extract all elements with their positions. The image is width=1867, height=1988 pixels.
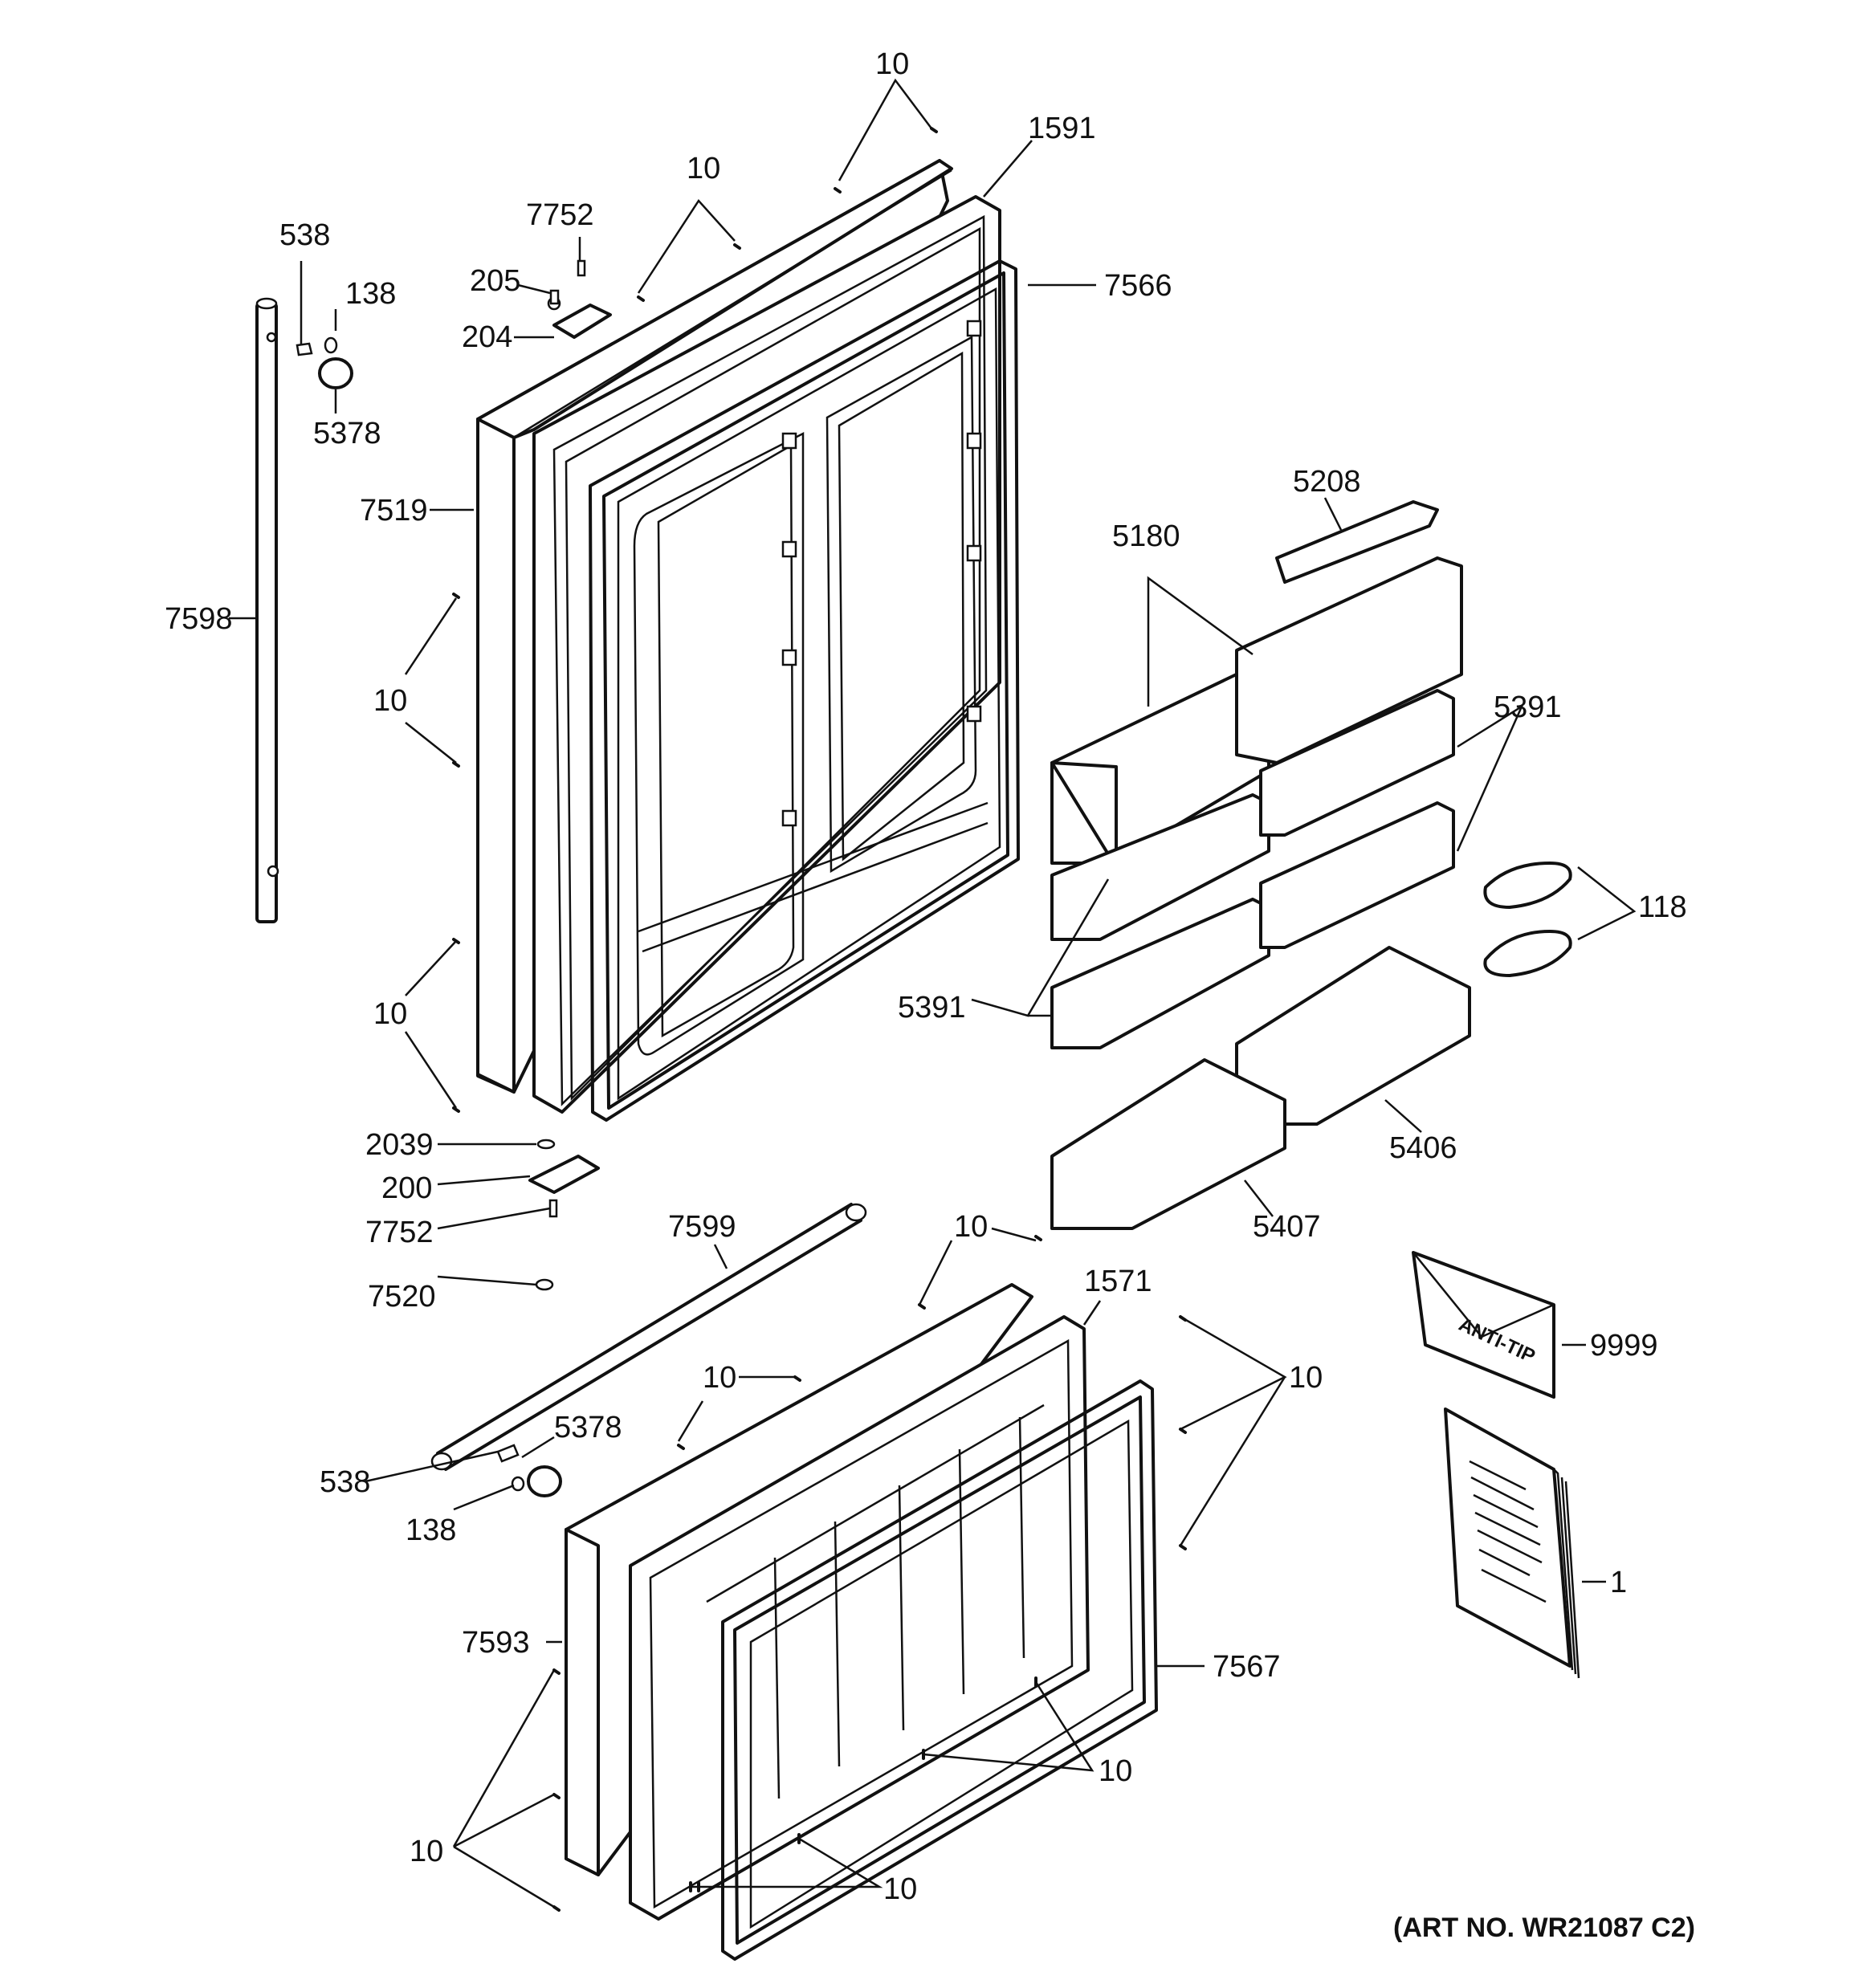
label-538-bottom: 538 — [320, 1465, 370, 1499]
label-10-freezer-mid: 10 — [703, 1361, 736, 1395]
label-7593: 7593 — [462, 1626, 530, 1660]
label-9999: 9999 — [1590, 1329, 1658, 1363]
upper-hinge-rod — [255, 297, 353, 923]
label-10-freezer-bottom: 10 — [883, 1872, 917, 1906]
label-1591: 1591 — [1028, 112, 1096, 145]
label-5391-left: 5391 — [898, 991, 966, 1025]
label-538-top: 538 — [279, 218, 330, 252]
label-5378-top: 5378 — [313, 417, 381, 450]
label-5180: 5180 — [1112, 519, 1180, 553]
label-5208: 5208 — [1293, 465, 1361, 499]
label-10-freezer-right: 10 — [1289, 1361, 1323, 1395]
label-7599: 7599 — [668, 1210, 736, 1244]
label-7520: 7520 — [368, 1280, 436, 1314]
label-118: 118 — [1638, 890, 1687, 924]
label-7752-top: 7752 — [526, 198, 594, 232]
door-gasket — [589, 259, 1020, 1122]
label-5378-bottom: 5378 — [554, 1411, 622, 1444]
label-2039: 2039 — [365, 1128, 434, 1162]
freezer-door-assembly — [430, 1203, 1187, 1961]
door-bins — [1050, 500, 1572, 1230]
leader-lines — [229, 78, 1637, 1909]
label-10-freezer-top: 10 — [954, 1210, 988, 1244]
label-7566: 7566 — [1104, 269, 1172, 303]
label-5391-right: 5391 — [1494, 691, 1562, 724]
label-200: 200 — [381, 1171, 432, 1205]
callout-labels: 10 1591 10 7752 205 204 7566 538 138 537… — [165, 47, 1687, 1906]
label-7598: 7598 — [165, 602, 233, 636]
label-138-top: 138 — [345, 277, 396, 311]
label-10-left-1: 10 — [373, 684, 407, 718]
label-10-door-top: 10 — [687, 152, 720, 185]
label-205: 205 — [470, 264, 520, 298]
label-204: 204 — [462, 320, 512, 354]
door-liner — [532, 195, 1001, 1114]
label-7752-bottom: 7752 — [365, 1216, 434, 1249]
label-1: 1 — [1610, 1566, 1627, 1599]
label-10-freezer-left: 10 — [410, 1835, 443, 1868]
fresh-food-door-assembly — [452, 127, 1020, 1291]
anti-tip-card: ANTI-TIP — [1412, 1251, 1555, 1399]
label-138-bottom: 138 — [406, 1513, 456, 1547]
freezer-ribs — [706, 1403, 1045, 1799]
owner-manual — [1444, 1407, 1580, 1679]
top-hinge — [547, 259, 612, 339]
label-7567: 7567 — [1213, 1650, 1281, 1684]
label-1571: 1571 — [1084, 1265, 1152, 1298]
door-inner-wells — [633, 320, 989, 1056]
label-10-top: 10 — [875, 47, 909, 81]
label-10-left-2: 10 — [373, 997, 407, 1031]
door-top-screws — [452, 127, 938, 1113]
art-number: (ART NO. WR21087 C2) — [1393, 1913, 1695, 1943]
label-5406: 5406 — [1389, 1131, 1457, 1165]
bottom-hinge — [528, 1139, 600, 1291]
label-10-freezer-liner: 10 — [1099, 1754, 1132, 1788]
label-7519: 7519 — [360, 494, 428, 528]
label-5407: 5407 — [1253, 1210, 1321, 1244]
